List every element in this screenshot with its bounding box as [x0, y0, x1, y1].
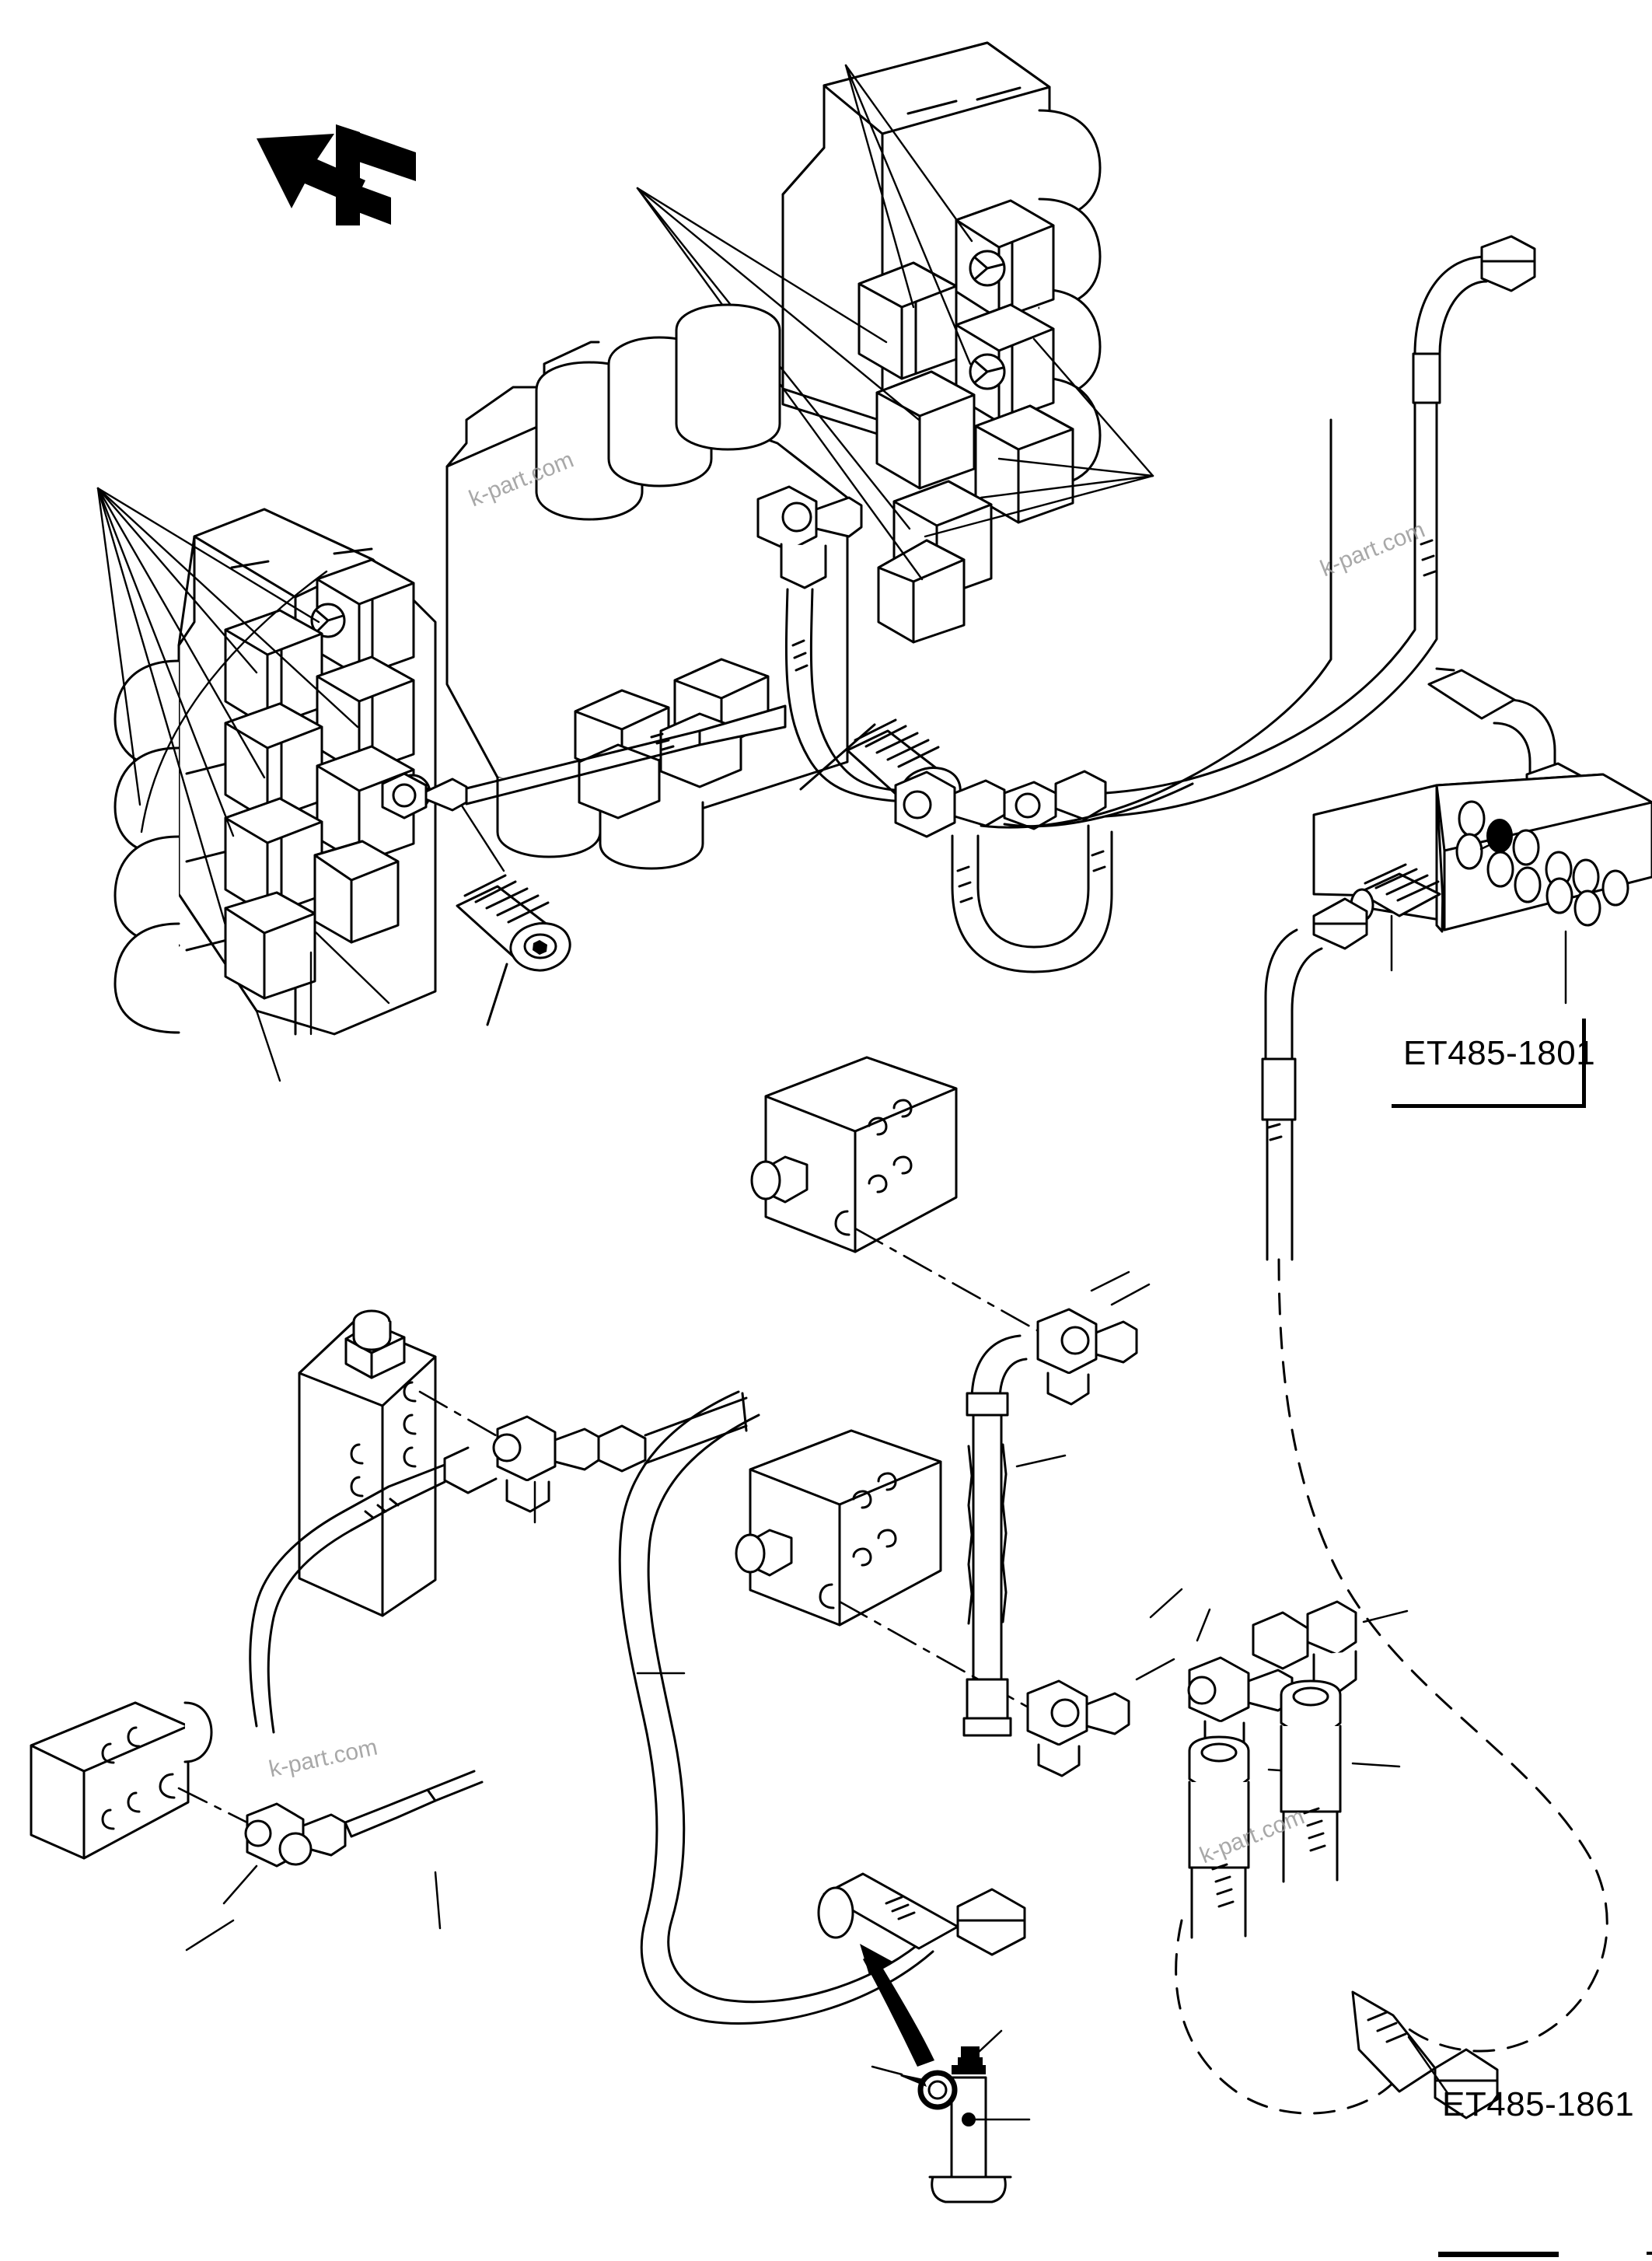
hose-assembly	[249, 1446, 498, 1734]
footer-rule-right	[1647, 2252, 1652, 2255]
solenoid-block	[955, 303, 1055, 424]
assembly-centerline	[854, 1227, 1051, 1339]
hose-assembly	[465, 704, 787, 806]
manifold-block-small	[30, 1701, 213, 1860]
hose-assembly-long-right	[1104, 235, 1583, 818]
solenoid-block	[875, 370, 976, 490]
callout-label-1861: ET485-1861	[1442, 2085, 1635, 2123]
hose-assembly-large-loop	[618, 1390, 934, 2025]
elbow-fitting	[381, 772, 468, 819]
perforated-mounting-bracket	[1312, 773, 1652, 1005]
hose-end-fitting	[817, 1872, 1026, 1956]
solenoid-block	[877, 539, 966, 644]
solenoid-block	[974, 404, 1074, 524]
hose-assembly-vertical	[962, 1334, 1028, 1737]
manifold-block	[750, 1056, 958, 1253]
callout-box-1801	[1392, 1019, 1586, 1108]
elbow-fitting	[222, 1802, 347, 1905]
hose-assembly	[784, 588, 896, 802]
solenoid-block	[310, 558, 415, 678]
socket-head-cap-screw	[456, 874, 571, 1026]
hose-assembly	[344, 1770, 484, 1838]
solenoid-block	[224, 702, 323, 822]
footer-rule-left	[1438, 2252, 1559, 2257]
hose-fitting-bracket	[1261, 863, 1441, 1261]
hose-assembly	[951, 824, 1113, 973]
assembly-centerline	[177, 1787, 258, 1829]
leader-lines-lower	[185, 1270, 1183, 1952]
detail-view-arrow	[860, 1944, 934, 2067]
detail-view-pin-assembly	[871, 2029, 1031, 2203]
front-direction-arrow-icon	[257, 124, 416, 225]
control-valve-bank-left	[114, 508, 437, 1036]
hose-end-fitting-1861	[1351, 1990, 1499, 2119]
hose-assembly	[980, 418, 1332, 829]
control-valve-bank-right	[781, 41, 1102, 644]
solenoid-block	[316, 655, 415, 775]
hose-end-with-nut	[1188, 1735, 1315, 1939]
solenoid-block	[224, 891, 316, 1000]
hose-end-with-nut	[1280, 1679, 1401, 1883]
assembly-centerline	[418, 1390, 505, 1442]
manifold-block	[735, 1429, 942, 1627]
callout-label-1801: ET485-1801	[1403, 1034, 1596, 1072]
tee-fitting	[492, 1415, 600, 1524]
tee-fitting	[1036, 1283, 1151, 1406]
solenoid-block	[955, 199, 1055, 320]
fitting-cluster	[894, 770, 1107, 838]
phantom-hose-routing	[1175, 1258, 1608, 2115]
manifold-block-tall	[298, 1309, 437, 1617]
solenoid-block	[313, 840, 400, 944]
leader-lines-left-bank	[96, 487, 505, 1082]
tee-fitting	[1026, 1658, 1175, 1777]
solenoid-block	[857, 261, 958, 380]
tee-fitting	[756, 485, 863, 589]
